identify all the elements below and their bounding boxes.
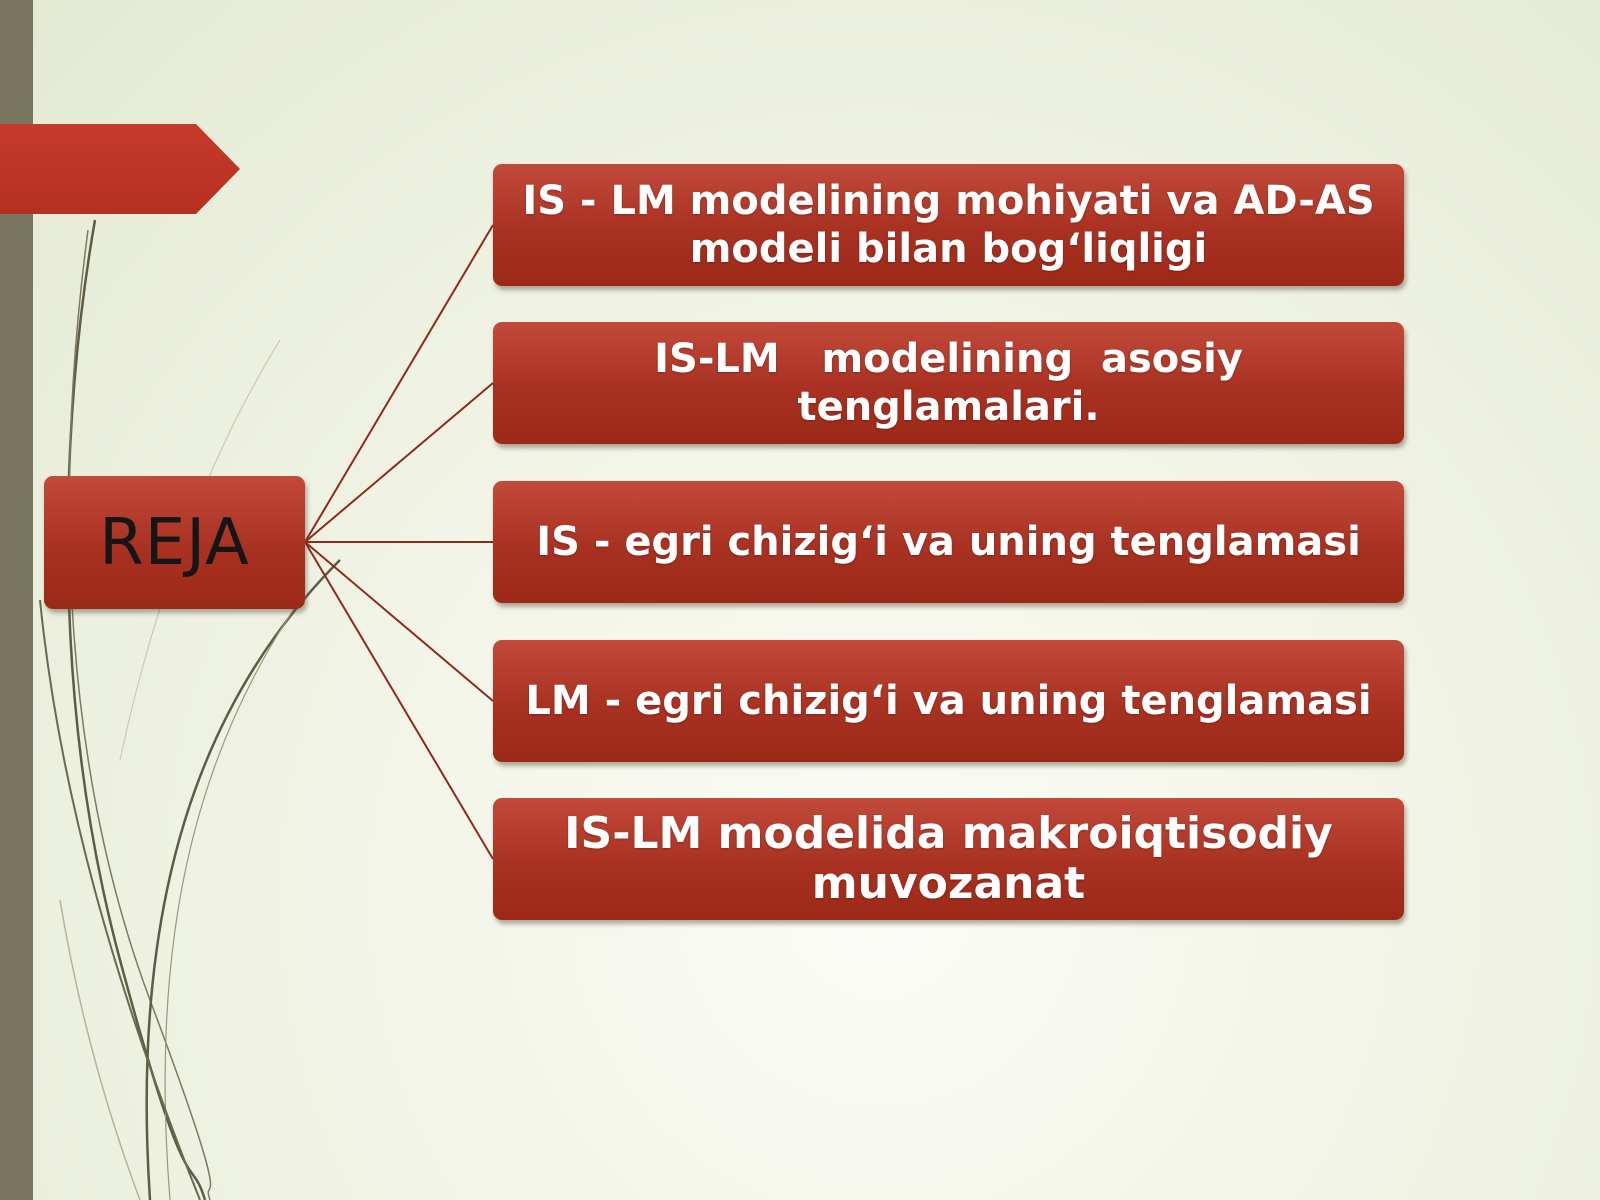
branch-node-label: IS-LM modelining asosiy tenglamalari. [654,336,1257,430]
branch-node-4: IS-LM modelida makroiqtisodiy muvozanat [493,798,1404,920]
connector-line-3 [304,541,494,702]
connector-line-1 [304,382,494,543]
root-node-box: REJA [44,476,305,609]
branch-node-2: IS - egri chizig‘i va uning tenglamasi [493,481,1404,603]
branch-node-0: IS - LM modelining mohiyati va AD-AS mod… [493,164,1404,286]
branch-node-3: LM - egri chizig‘i va uning tenglamasi [493,640,1404,762]
branch-node-label: IS - egri chizig‘i va uning tenglamasi [536,519,1361,565]
branch-node-label: LM - egri chizig‘i va uning tenglamasi [525,678,1372,724]
branch-node-1: IS-LM modelining asosiy tenglamalari. [493,322,1404,444]
connector-line-0 [304,224,494,543]
branch-node-label: IS - LM modelining mohiyati va AD-AS mod… [522,178,1389,272]
branch-node-label: IS-LM modelida makroiqtisodiy muvozanat [564,808,1349,909]
arrow-banner [0,124,240,214]
root-node-label: REJA [99,505,250,580]
connector-line-4 [304,541,494,860]
